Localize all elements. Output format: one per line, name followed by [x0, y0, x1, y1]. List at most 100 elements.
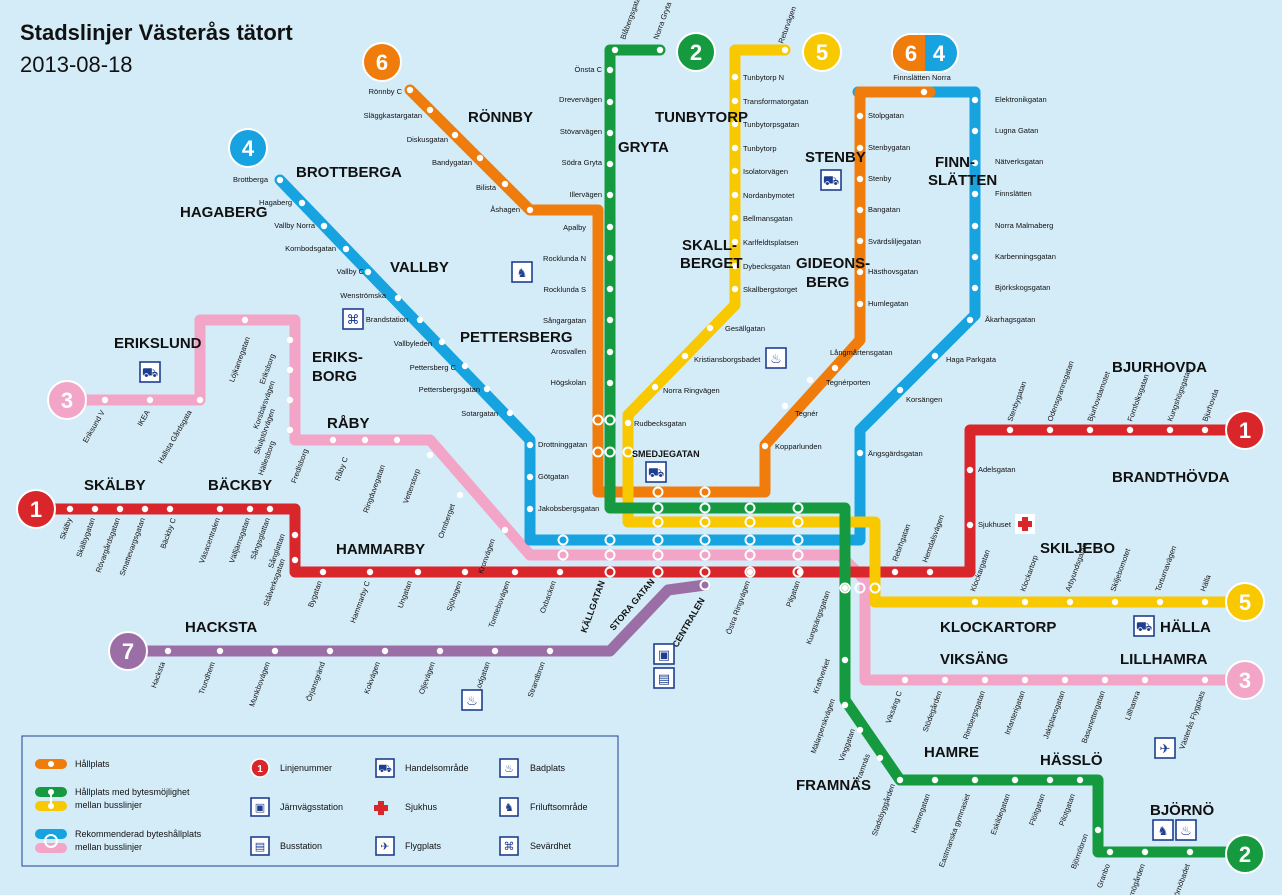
transfer-stop-27[interactable]: [792, 566, 804, 578]
line-badge-3-lillhamra[interactable]: 3: [1225, 660, 1265, 700]
stop-dot-langmartensgatan[interactable]: [831, 364, 839, 372]
stop-dot-eastmanska[interactable]: [971, 776, 979, 784]
stop-dot-ostraringvagen[interactable]: [746, 568, 754, 576]
stop-dot-hasthovsgatan[interactable]: [856, 268, 864, 276]
stop-dot-tomtebovagen[interactable]: [511, 568, 519, 576]
stop-dot-fredlsborg[interactable]: [329, 436, 337, 444]
stop-dot-floitgatan[interactable]: [1046, 776, 1054, 784]
stop-dot-vasterasflygplats[interactable]: [1201, 676, 1209, 684]
transfer-stop-6[interactable]: [652, 502, 664, 514]
stop-dot-ikea[interactable]: [146, 396, 154, 404]
stop-dot-jaktplansgatan[interactable]: [1061, 676, 1069, 684]
stop-dot-ashagen[interactable]: [526, 206, 534, 214]
stop-dot-vinggatan[interactable]: [856, 726, 864, 734]
transfer-stop-23[interactable]: [792, 502, 804, 514]
stop-dot-eriksborg[interactable]: [286, 336, 294, 344]
stop-dot-lodgatan[interactable]: [491, 647, 499, 655]
stop-dot-kungsangsgatan[interactable]: [841, 584, 849, 592]
stop-dot-angsgardsgatan[interactable]: [856, 449, 864, 457]
stop-dot-adelsgatan[interactable]: [966, 466, 974, 474]
stop-dot-oxbacken[interactable]: [556, 568, 564, 576]
stop-dot-isolatorvagen[interactable]: [731, 167, 739, 175]
stop-dot-halla[interactable]: [1201, 598, 1209, 606]
stop-dot-hagaparkgata[interactable]: [931, 352, 939, 360]
stop-dot-bjornobadet[interactable]: [1186, 848, 1194, 856]
stop-dot-pilotgatan[interactable]: [1076, 776, 1084, 784]
stop-dot-backbyc[interactable]: [166, 505, 174, 513]
stop-dot-rabyc[interactable]: [361, 436, 369, 444]
transfer-stop-18[interactable]: [744, 502, 756, 514]
transfer-stop-35[interactable]: [869, 582, 881, 594]
stop-dot-karlfeldtsplatsen[interactable]: [731, 238, 739, 246]
stop-dot-kopparlunden[interactable]: [761, 442, 769, 450]
stop-dot-slaggkastargatan[interactable]: [426, 106, 434, 114]
stop-dot-infanterigatan[interactable]: [1021, 676, 1029, 684]
transfer-stop-28[interactable]: [604, 534, 616, 546]
line-badge-1-bjurhovda[interactable]: 1: [1225, 410, 1265, 450]
stop-dot-jakobsbergsgatan[interactable]: [526, 505, 534, 513]
stop-dot-sjukhuset[interactable]: [966, 521, 974, 529]
stop-dot-pettersbergsgatan[interactable]: [483, 385, 491, 393]
stop-dot-blasbergsgatan[interactable]: [611, 46, 619, 54]
transfer-stop-17[interactable]: [699, 579, 711, 591]
stop-dot-kokvagen[interactable]: [381, 647, 389, 655]
stop-dot-odensgrannsgatan[interactable]: [1046, 426, 1054, 434]
stop-dot-humlegatan[interactable]: [856, 300, 864, 308]
stop-dot-stenby[interactable]: [856, 175, 864, 183]
stop-dot-bjornon[interactable]: [1094, 826, 1102, 834]
stop-dot-bjornogarden[interactable]: [1141, 848, 1149, 856]
transfer-stop-19[interactable]: [744, 516, 756, 528]
stop-dot-stolpgatan[interactable]: [856, 112, 864, 120]
stop-dot-kraftverket[interactable]: [841, 656, 849, 664]
stop-dot-stovarvagen[interactable]: [606, 129, 614, 137]
transfer-stop-32[interactable]: [557, 549, 569, 561]
stop-dot-munkbovagen[interactable]: [271, 647, 279, 655]
stop-dot-sangargatan[interactable]: [606, 316, 614, 324]
transfer-stop-3[interactable]: [604, 446, 616, 458]
stop-dot-hemdalsvagen[interactable]: [926, 568, 934, 576]
transfer-stop-14[interactable]: [699, 534, 711, 546]
transfer-stop-0[interactable]: [592, 414, 604, 426]
transfer-stop-4[interactable]: [622, 446, 634, 458]
stop-dot-bandygatan[interactable]: [476, 154, 484, 162]
stop-dot-sodragryta[interactable]: [606, 160, 614, 168]
stop-dot-kungshogsgatan[interactable]: [1166, 426, 1174, 434]
stop-dot-gotgatan[interactable]: [526, 473, 534, 481]
stop-dot-elektronikgatan[interactable]: [971, 96, 979, 104]
stop-dot-sangsglattan[interactable]: [266, 505, 274, 513]
stop-dot-vallbyc[interactable]: [364, 268, 372, 276]
stop-dot-fornfolkgatan[interactable]: [1126, 426, 1134, 434]
stop-dot-framnas[interactable]: [876, 754, 884, 762]
stop-dot-rudbecksgatan[interactable]: [624, 419, 632, 427]
stop-dot-petterssonc[interactable]: [461, 362, 469, 370]
stop-dot-skallbergstorget[interactable]: [731, 285, 739, 293]
stop-dot-ormberget[interactable]: [456, 491, 464, 499]
stop-dot-klockargatan[interactable]: [971, 598, 979, 606]
stop-dot-ungatan[interactable]: [414, 568, 422, 576]
transfer-stop-9[interactable]: [652, 549, 664, 561]
transfer-stop-30[interactable]: [604, 566, 616, 578]
stop-dot-hallesborg[interactable]: [286, 426, 294, 434]
stop-dot-basunettergatan[interactable]: [1101, 676, 1109, 684]
stop-dot-valljarnsgatan[interactable]: [246, 505, 254, 513]
line-badge-2-norra-gryta[interactable]: 2: [676, 32, 716, 72]
stop-dot-tegnerporten[interactable]: [806, 376, 814, 384]
transfer-stop-11[interactable]: [699, 486, 711, 498]
stop-dot-stenbygatan[interactable]: [856, 144, 864, 152]
stop-dot-korsangen[interactable]: [896, 386, 904, 394]
stop-dot-bjurhovdamotet[interactable]: [1086, 426, 1094, 434]
stop-dot-hagaberg[interactable]: [298, 199, 306, 207]
line-badge-6-ronnby[interactable]: 6: [362, 42, 402, 82]
stop-dot-akarhagsgatan[interactable]: [966, 316, 974, 324]
stop-dot-stodegarden[interactable]: [941, 676, 949, 684]
transfer-stop-29[interactable]: [604, 549, 616, 561]
stop-dot-skulptorvagen[interactable]: [286, 396, 294, 404]
stop-dot-finnslatten[interactable]: [971, 190, 979, 198]
stop-dot-norramalmaberg[interactable]: [971, 222, 979, 230]
line-badge-5-halla[interactable]: 5: [1225, 582, 1265, 622]
stop-dot-rebrhgatan[interactable]: [891, 568, 899, 576]
stop-dot-brandstation[interactable]: [416, 316, 424, 324]
transfer-stop-2[interactable]: [592, 446, 604, 458]
stop-dot-ringduvegatan[interactable]: [393, 436, 401, 444]
stop-dot-lillhamra[interactable]: [1141, 676, 1149, 684]
